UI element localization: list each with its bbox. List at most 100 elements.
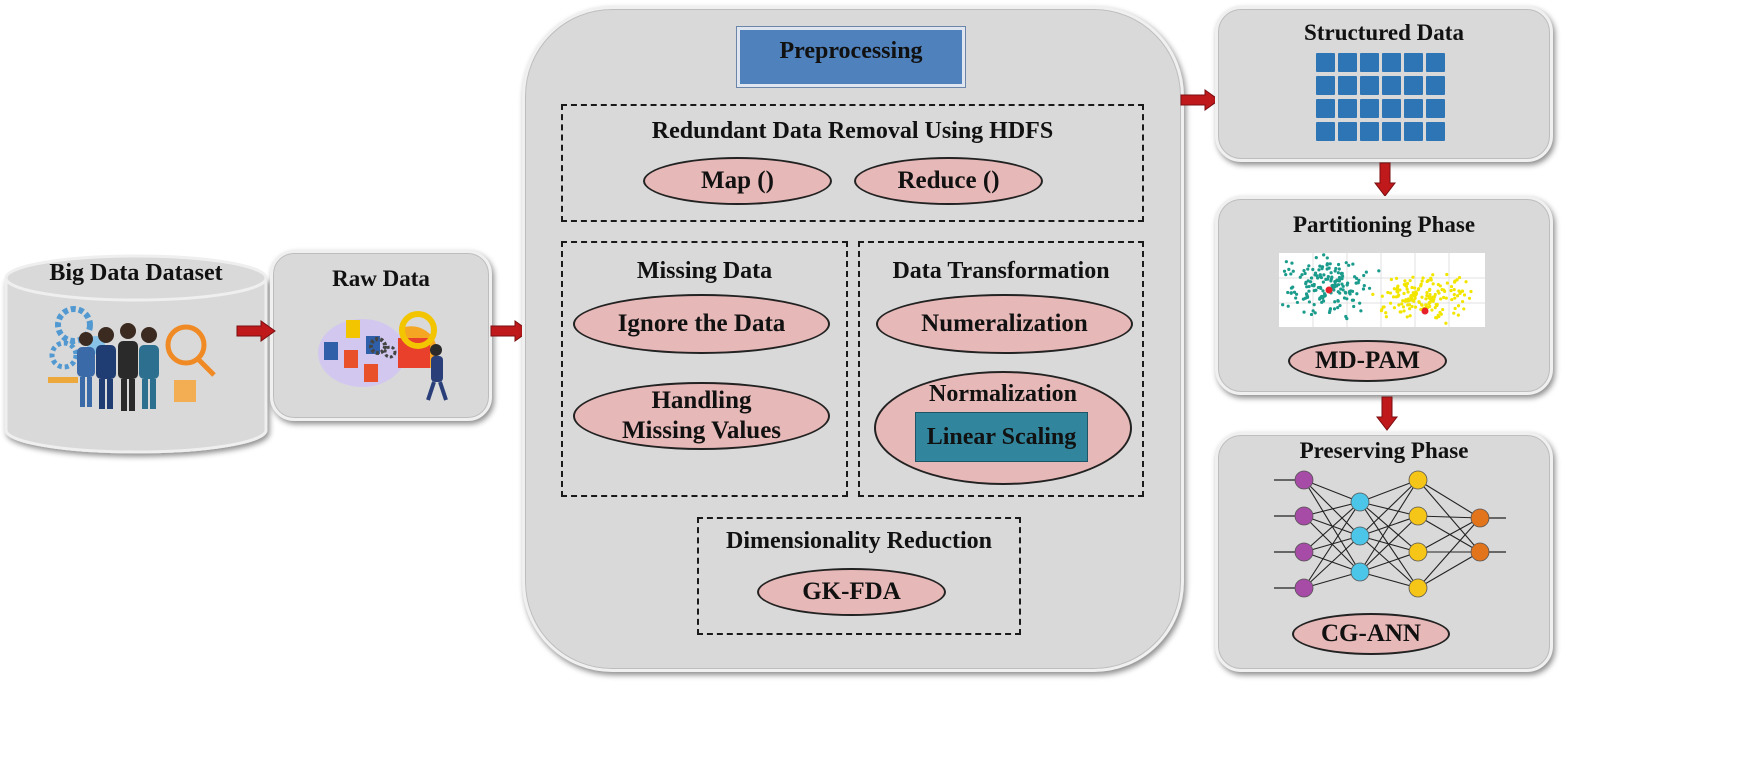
cluster-a-point [1311,267,1315,272]
cluster-a-point [1342,296,1347,300]
cluster-b-point [1384,315,1388,319]
cluster-b-point [1453,306,1457,311]
dimensionality-reduction-group [697,517,1021,635]
nn-connection [1417,551,1481,589]
raw-data-illustration [318,311,448,401]
cluster-a-point [1336,271,1340,275]
nn-connection [1359,501,1419,517]
nn-node-layer-2 [1350,492,1370,512]
nn-node-layer-3 [1408,578,1428,598]
map-ellipse: Map () [643,157,832,205]
cluster-b-point [1452,288,1456,292]
normalization-label: Normalization [929,381,1077,407]
cluster-b-point [1431,273,1435,277]
grid-cell [1382,53,1401,72]
cluster-a-point [1321,289,1325,293]
cluster-a-point [1330,283,1334,288]
cluster-b-point [1456,304,1461,308]
data-transformation-group [858,241,1144,497]
people-analytics-illustration [48,306,216,411]
cluster-b-point [1424,297,1428,301]
cluster-a-point [1320,294,1324,299]
cluster-b-point [1405,315,1409,319]
cluster-a-point [1355,292,1359,296]
cluster-b-point [1408,307,1412,311]
arrow-dataset-to-raw [236,320,276,342]
cluster-b-point [1411,275,1415,279]
cluster-b-point [1462,293,1467,297]
cluster-a-point [1364,270,1368,274]
cluster-a-point [1322,253,1326,257]
preserving-phase-title: Preserving Phase [1299,438,1469,463]
cluster-a-point [1361,287,1366,291]
cluster-a-point [1329,271,1333,275]
nn-connection [1303,479,1361,537]
missing-data-group [561,241,848,497]
cluster-b-point [1417,300,1421,304]
cluster-a-point [1339,287,1343,291]
cluster-b-point [1428,304,1432,308]
cluster-a-point [1362,283,1366,288]
cluster-a-point [1318,297,1322,301]
cluster-b-point [1444,321,1448,325]
nn-connection [1359,515,1419,573]
preprocessing-header [737,27,965,87]
cluster-b-centroid [1421,307,1429,315]
arrow-preprocessing-to-structured [1180,89,1220,111]
cluster-a-point [1377,269,1381,273]
cluster-b-point [1408,279,1412,283]
grid-cell [1316,122,1335,141]
reduce-ellipse: Reduce () [854,157,1043,205]
grid-cell [1338,53,1357,72]
cluster-b-point [1467,296,1472,300]
cluster-a-point [1336,306,1340,310]
cluster-b-point [1452,292,1456,297]
cluster-a-point [1325,263,1329,267]
grid-cell [1404,53,1423,72]
cluster-b-point [1455,294,1460,298]
cluster-a-point [1313,311,1317,315]
nn-connection [1417,517,1481,553]
cluster-b-point [1441,307,1445,312]
nn-connection [1303,535,1361,589]
cluster-b-point [1419,284,1423,288]
cluster-b-point [1402,291,1406,296]
nn-connection [1303,515,1361,537]
cluster-a-point [1367,286,1372,290]
linear-scaling-box [915,412,1088,462]
cluster-b-point [1420,295,1424,299]
cluster-b-point [1401,299,1405,303]
cluster-b-point [1398,288,1402,292]
cluster-b-point [1439,297,1443,301]
grid-cell [1426,53,1445,72]
grid-cell [1316,53,1335,72]
cluster-a-point [1333,300,1337,304]
grid-cell [1404,122,1423,141]
cluster-b-point [1392,306,1397,310]
grid-cell [1426,122,1445,141]
cluster-b-point [1413,305,1418,309]
grid-cell [1338,76,1357,95]
cluster-b-point [1389,301,1393,305]
nn-connection [1359,571,1419,589]
cluster-b-point [1410,304,1414,309]
cluster-b-point [1430,308,1434,312]
cluster-a-point [1303,271,1307,276]
cluster-b-point [1429,276,1433,280]
nn-node-layer-3 [1408,470,1428,490]
cluster-a-point [1337,275,1342,280]
cluster-b-point [1411,291,1415,295]
data-transformation-title: Data Transformation [892,258,1110,284]
cluster-b-point [1392,287,1396,291]
cluster-a-point [1344,261,1348,265]
cluster-a-point [1345,283,1349,287]
nn-connection [1417,479,1481,519]
grid-cell [1426,76,1445,95]
cluster-a-point [1281,303,1285,307]
cluster-b-point [1403,299,1407,303]
cluster-a-point [1347,290,1352,295]
nn-connection [1417,515,1481,519]
cluster-b-point [1397,293,1401,297]
raw-data-title: Raw Data [332,266,430,291]
preprocessing-title: Preprocessing [779,38,923,64]
